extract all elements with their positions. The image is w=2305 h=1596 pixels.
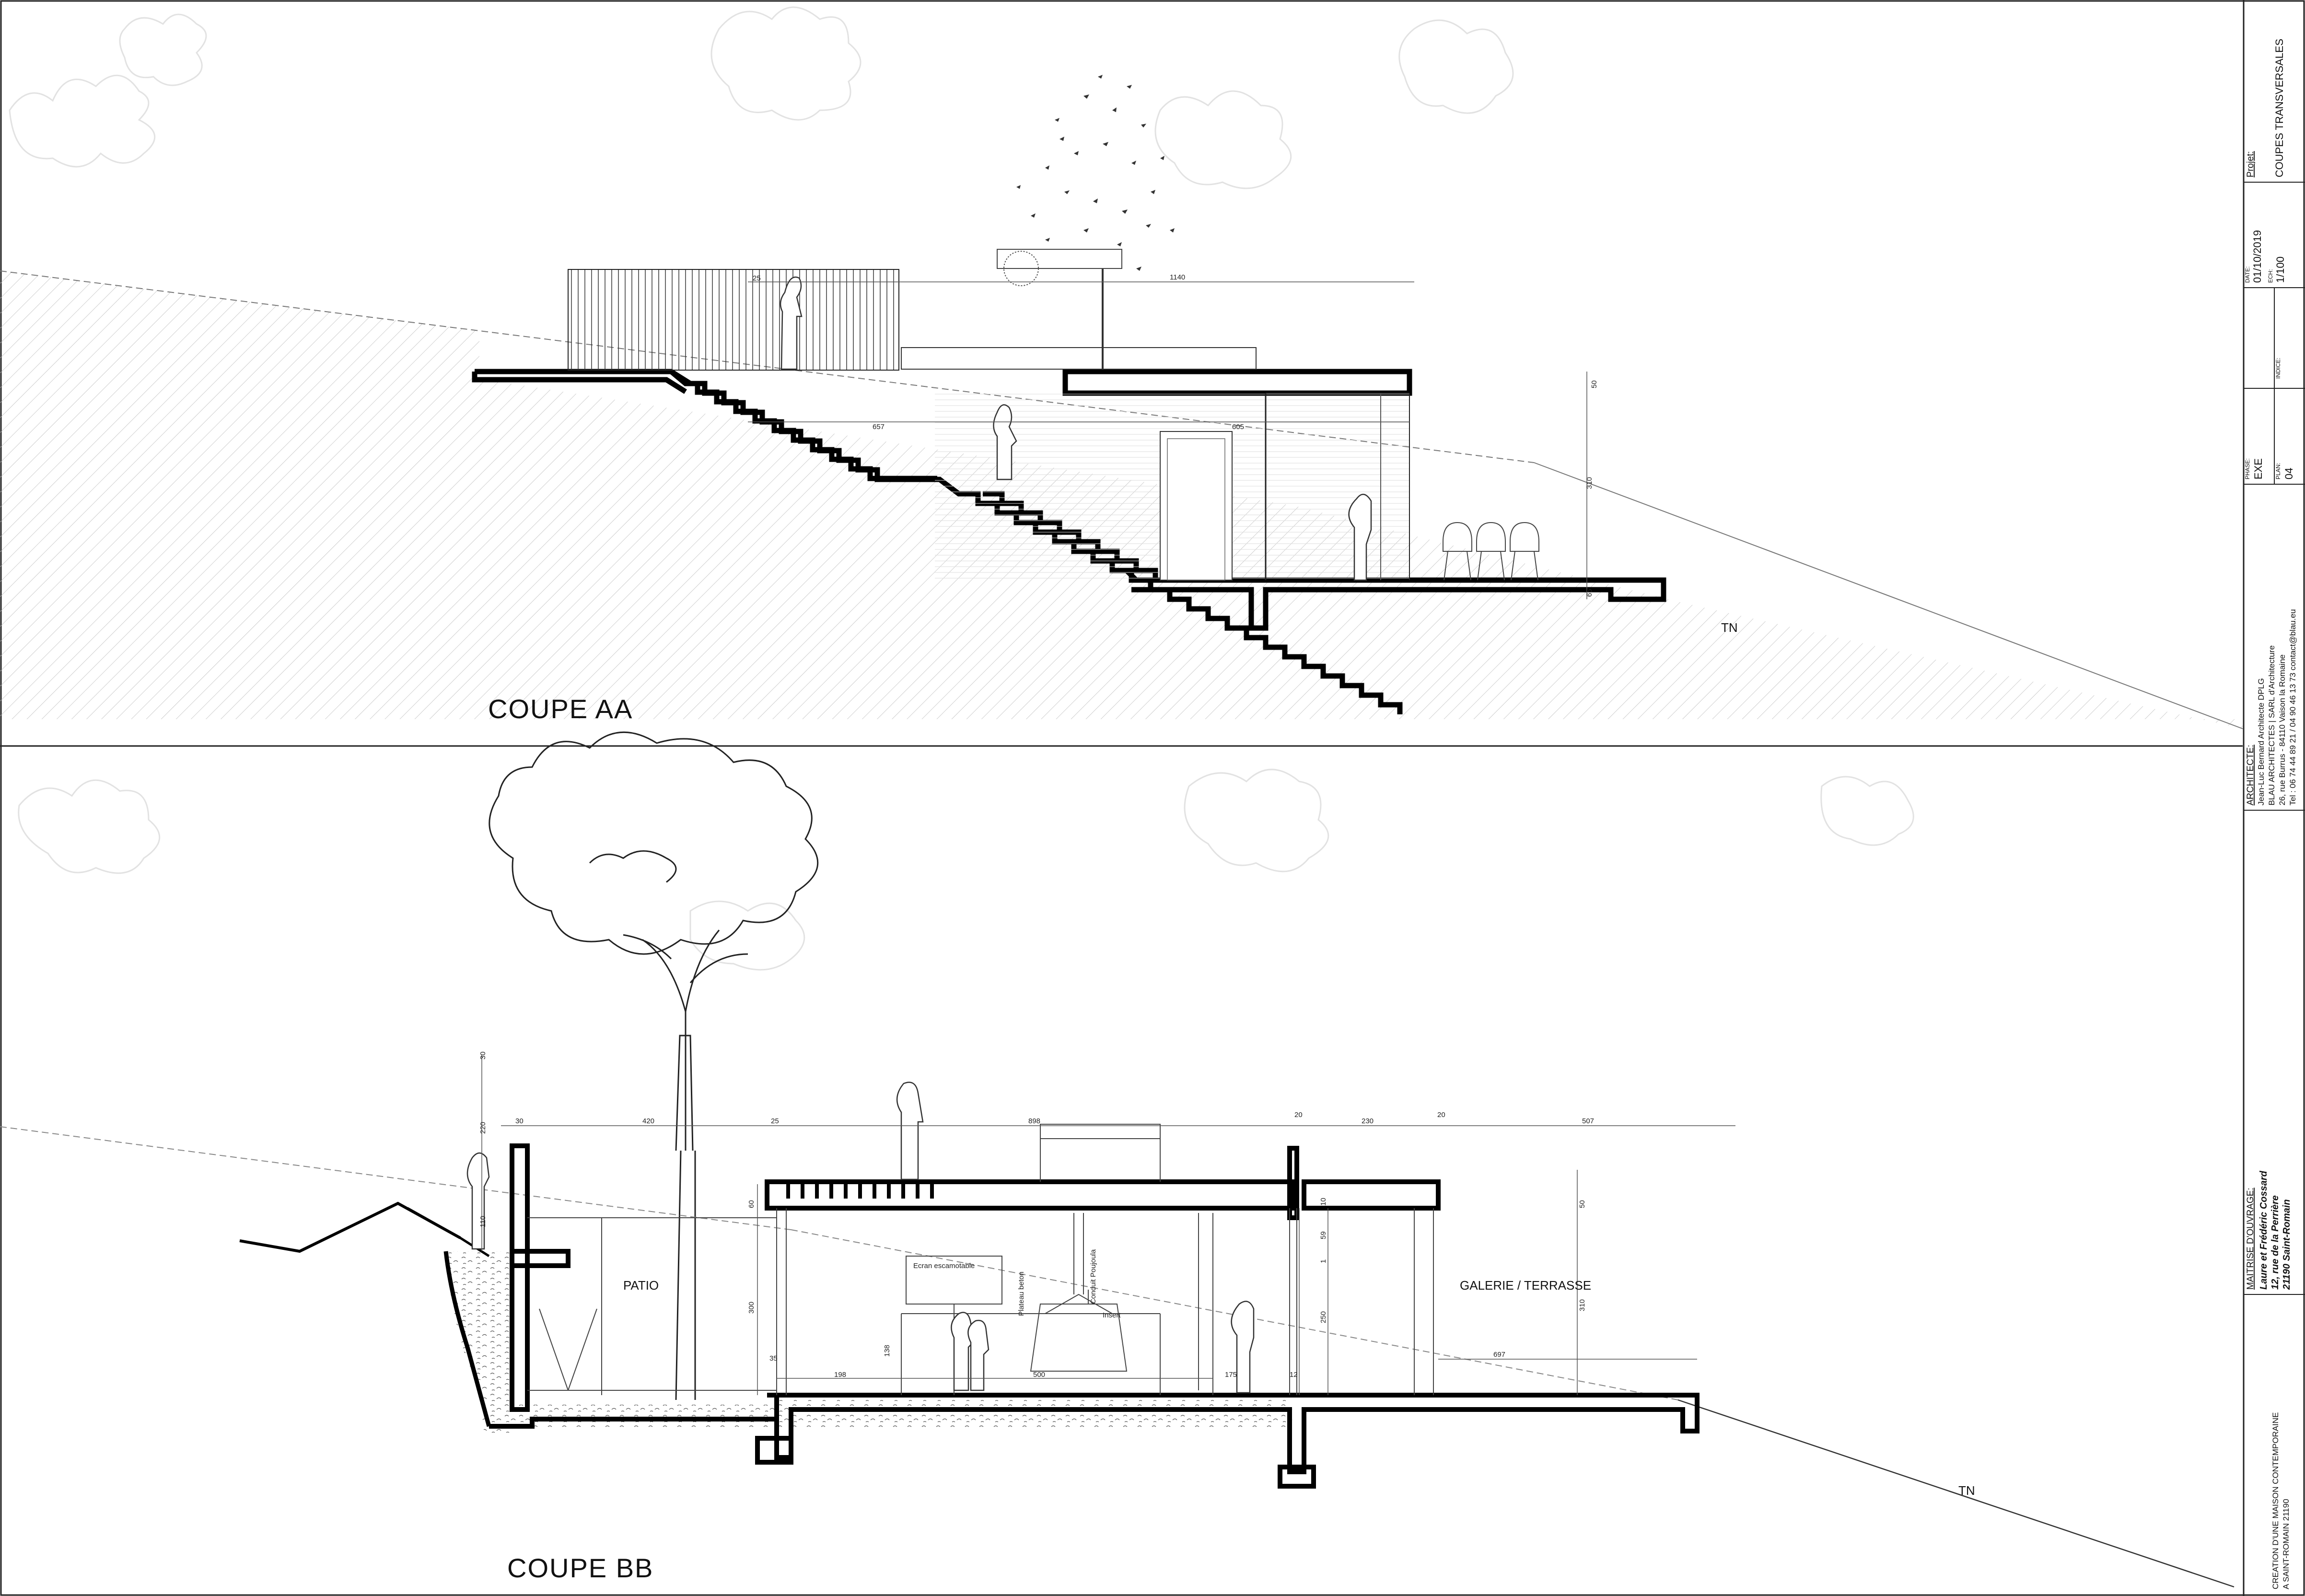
dim-bb-230: 230 — [1362, 1117, 1374, 1125]
dim-bb-220: 220 — [479, 1122, 487, 1134]
roof-tree-aa — [997, 75, 1175, 369]
roof-fence-aa — [568, 269, 899, 371]
dim-bb-175: 175 — [1225, 1371, 1237, 1379]
architecte-line-1: Jean-Luc Bernard Architecte DPLG — [2257, 678, 2266, 805]
phase-value: EXE — [2252, 458, 2264, 479]
dim-aa-25: 25 — [753, 274, 761, 282]
building-structure-bb — [489, 1143, 1700, 1489]
background-trees — [9, 6, 1514, 189]
dim-bb-25: 25 — [771, 1117, 779, 1125]
title-block: Projet: COUPES TRANSVERSALES DATE: 01/10… — [2243, 0, 2305, 1596]
plan-value: 04 — [2283, 468, 2295, 479]
dim-bb-420: 420 — [642, 1117, 654, 1125]
architecte-line-4: Tel : 06 74 44 89 21 / 04 90 46 13 73 co… — [2288, 609, 2297, 805]
dim-bb-10: 10 — [1319, 1198, 1327, 1206]
person-figures-bb — [466, 1082, 1255, 1394]
architecte-line-2: BLAU ARCHITECTES | SARL d'Architecture — [2267, 645, 2276, 805]
section-bb-title: COUPE BB — [507, 1553, 653, 1583]
terrain-edge-left-bb — [239, 1201, 461, 1253]
indice-label: INDICE: — [2275, 358, 2282, 379]
dim-aa-657: 657 — [873, 423, 885, 431]
dim-bb-50: 50 — [1578, 1200, 1586, 1208]
dim-aa-310: 310 — [1585, 477, 1594, 489]
dim-bb-12: 12 — [1290, 1371, 1298, 1379]
moa-line-2: 12, rue de la Perrière — [2270, 1195, 2281, 1290]
pine-tree-bb — [489, 731, 819, 1400]
conduit-poujoula-label: Conduit Poujoula — [1089, 1249, 1097, 1304]
ech-label: ECH: — [2267, 269, 2274, 283]
moa-line-1: Laure et Frédéric Cossard — [2258, 1170, 2269, 1290]
terrain-line-bb-right — [1677, 1399, 2235, 1588]
gravel-fill-left-bb — [446, 1251, 511, 1433]
dim-bb-30v: 30 — [479, 1051, 487, 1060]
dim-aa-605: 605 — [1232, 423, 1244, 431]
dim-bb-35: 35 — [769, 1354, 778, 1363]
dimension-lines-aa — [748, 281, 1587, 599]
section-aa-title: COUPE AA — [488, 694, 633, 724]
roof-skylight-bb — [786, 1184, 934, 1199]
dim-bb-1: 1 — [1319, 1259, 1327, 1263]
dim-bb-138: 138 — [883, 1345, 891, 1357]
dim-bb-20b: 20 — [1437, 1111, 1445, 1119]
dim-bb-500: 500 — [1033, 1371, 1045, 1379]
dim-bb-60: 60 — [747, 1200, 756, 1208]
dimension-lines-bb — [481, 1055, 1735, 1395]
tn-label-aa: TN — [1721, 620, 1738, 635]
dim-bb-198: 198 — [834, 1371, 846, 1379]
architecte-line-3: 26, rue Burrus - 84110 Vaison la Romaine — [2278, 654, 2287, 805]
creation-line-2: A SAINT-ROMAIN 21190 — [2282, 1499, 2291, 1589]
dim-bb-310: 310 — [1578, 1299, 1586, 1311]
plan-label: PLAN: — [2275, 463, 2282, 479]
tn-label-bb: TN — [1958, 1483, 1975, 1498]
dim-bb-20a: 20 — [1294, 1111, 1303, 1119]
date-label: DATE: — [2244, 267, 2251, 283]
ecran-escamotable-label: Ecran escamotable — [913, 1262, 975, 1270]
section-aa: 25 1140 657 605 50 310 65 TN COUPE AA — [0, 6, 2243, 729]
projet-label: Projet: — [2246, 151, 2256, 177]
patio-chairs-aa — [1443, 522, 1539, 581]
person-figures-aa — [780, 276, 1372, 581]
dim-bb-30: 30 — [515, 1117, 524, 1125]
insert-label: Insert — [1103, 1311, 1121, 1319]
dim-bb-250: 250 — [1319, 1311, 1327, 1323]
dim-bb-110: 110 — [479, 1216, 487, 1227]
roof-planter-aa — [901, 347, 1257, 370]
interior-door-aa — [1160, 431, 1233, 581]
patio-label: PATIO — [623, 1278, 659, 1293]
moa-line-3: 21190 Saint-Romain — [2282, 1199, 2292, 1290]
date-value: 01/10/2019 — [2251, 230, 2263, 283]
background-trees-bb — [18, 769, 1914, 971]
projet-value: COUPES TRANSVERSALES — [2273, 39, 2285, 177]
dim-aa-1140: 1140 — [1170, 273, 1185, 281]
ech-value: 1/100 — [2274, 256, 2286, 283]
section-bb: 30 420 25 898 20 230 20 507 30 220 110 6… — [0, 731, 2235, 1588]
moa-label: MAITRISE D'OUVRAGE: — [2246, 1188, 2256, 1290]
dim-bb-697: 697 — [1493, 1351, 1505, 1359]
dim-bb-898: 898 — [1028, 1117, 1040, 1125]
phase-label: PHASE: — [2244, 458, 2251, 479]
creation-line-1: CREATION D'UNE MAISON CONTEMPORAINE — [2271, 1412, 2280, 1589]
galerie-terrasse-label: GALERIE / TERRASSE — [1460, 1278, 1591, 1293]
natural-terrain-line-bb — [0, 1126, 792, 1230]
plateau-beton-label: Plateau beton — [1017, 1271, 1025, 1316]
dim-bb-59: 59 — [1319, 1231, 1327, 1239]
dim-bb-300: 300 — [747, 1302, 756, 1314]
dim-aa-50: 50 — [1590, 380, 1598, 388]
interior-lines-bb — [527, 1124, 1434, 1395]
dim-bb-507: 507 — [1582, 1117, 1594, 1125]
natural-terrain-line-aa-right — [1534, 462, 2243, 729]
dim-aa-65: 65 — [1585, 589, 1594, 597]
architecte-label: ARCHITECTE: — [2246, 745, 2256, 805]
